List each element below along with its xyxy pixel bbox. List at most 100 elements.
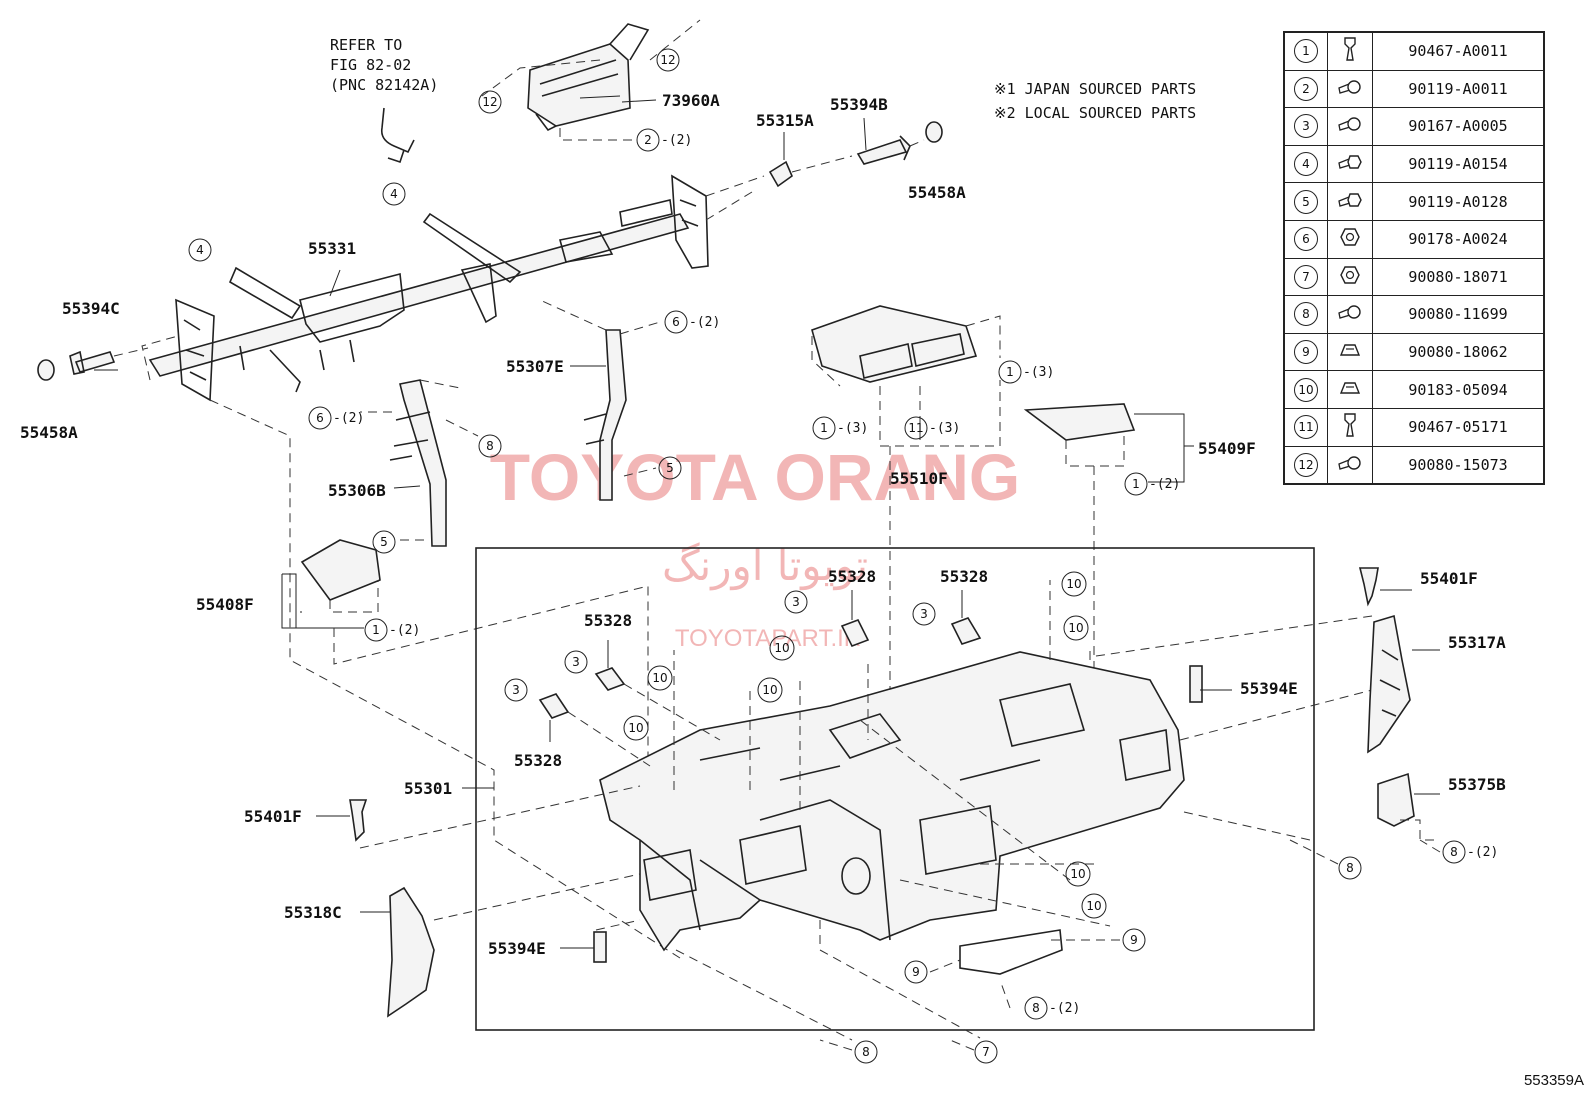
callout-12-a: 12 [660,53,675,67]
callout-4-b: 4 [196,243,204,257]
label-55394C: 55394C [62,299,120,318]
qty-2-airbag: -(2) [661,133,692,148]
callout-3-a: 3 [512,683,520,697]
part-number: 90119-A0011 [1372,69,1545,109]
qty-1-a: -(3) [837,421,868,436]
clip-icon [1327,407,1373,447]
parts-table-ref: 6 [1283,219,1328,259]
clip-55328-a-drawing [538,693,570,719]
dashboard-panel-drawing [599,651,1185,975]
parts-table-row: 6 90178-A0024 [1283,219,1545,259]
refer-note-line2: FIG 82-02 [330,56,411,74]
bolt-icon [1327,144,1373,184]
parts-table-row: 3 90167-A0005 [1283,107,1545,146]
qty-11: -(3) [929,421,960,436]
callout-8-brace: 8 [486,439,494,453]
refer-note-line3: (PNC 82142A) [330,76,438,94]
screw-icon [1327,295,1373,334]
ref-number: 6 [1294,227,1318,252]
callout-10-g: 10 [1070,867,1085,881]
clip-55328-d-drawing [950,617,982,645]
part-number: 90467-05171 [1372,407,1545,447]
bolt-icon [1327,182,1373,221]
ref-number: 11 [1294,415,1318,440]
refer-note: REFER TO FIG 82-02 (PNC 82142A) [330,36,438,94]
ref-number: 10 [1294,377,1318,402]
part-number: 90080-18062 [1372,332,1545,372]
bracket-55375B-drawing [1377,772,1415,827]
callout-11: 11 [908,421,923,435]
label-55306B: 55306B [328,481,386,500]
label-55409F: 55409F [1198,439,1256,458]
ref-number: 1 [1294,39,1318,64]
label-55401F-left: 55401F [244,807,302,826]
steering-support-beam-drawing [148,174,709,402]
label-55301: 55301 [404,779,452,798]
qty-1-c: -(2) [1149,477,1180,492]
ref-number: 7 [1294,264,1318,289]
parts-table-ref: 12 [1283,445,1328,485]
callout-1-b: 1 [1006,365,1014,379]
clip-55328-c-drawing [840,618,870,648]
callout-5-a: 5 [666,461,674,475]
tag-55394E-left-drawing [593,931,607,963]
qty-1-d: -(2) [389,623,420,638]
callout-10-e: 10 [762,683,777,697]
label-55394E-right: 55394E [1240,679,1298,698]
callout-6-a: 6 [672,315,680,329]
callout-4-a: 4 [390,187,398,201]
watermark-persian: تویوتا اورنگ [662,541,868,590]
callout-8-e: 8 [862,1045,870,1059]
parts-table-ref: 3 [1283,107,1328,146]
watermark-site: TOYOTAPART.IR [675,625,861,652]
qty-1-b: -(3) [1023,365,1054,380]
parts-table-ref: 2 [1283,69,1328,109]
callout-12-b: 12 [482,95,497,109]
parts-table-row: 2 90119-A0011 [1283,69,1545,109]
parts-table-ref: 11 [1283,407,1328,447]
qty-8-b: -(2) [1049,1001,1080,1016]
parts-table-row: 11 90467-05171 [1283,407,1545,447]
part-number: 90167-A0005 [1372,107,1545,146]
brace-55307E-drawing [599,329,627,501]
qty-6-b: -(2) [333,411,364,426]
watermark-main: TOYOTA ORANG [490,440,1020,514]
watermark: TOYOTA ORANG تویوتا اورنگ TOYOTAPART.IR [490,440,1020,652]
parts-table-ref: 4 [1283,144,1328,184]
airbag-assembly-drawing [527,23,650,132]
parts-table-ref: 7 [1283,257,1328,297]
callout-8-d: 8 [1346,861,1354,875]
cover-55408F-drawing [300,539,381,601]
clip-55401F-right-drawing [1358,567,1379,607]
label-55328-b: 55328 [584,611,632,630]
callout-10-f: 10 [628,721,643,735]
callout-5-b: 5 [380,535,388,549]
brace-55306B-drawing [399,379,447,547]
part-number: 90080-15073 [1372,445,1545,485]
parts-table-ref: 8 [1283,295,1328,334]
parts-table-ref: 10 [1283,370,1328,409]
callout-10-c: 10 [652,671,667,685]
part-number: 90080-11699 [1372,295,1545,334]
screw-icon [1327,445,1373,485]
screw-icon [1327,69,1373,109]
part-number: 90178-A0024 [1372,219,1545,259]
clip-icon [1327,31,1373,71]
callout-8-c: 8 [1450,845,1458,859]
clip-55401F-left-drawing [349,799,368,842]
label-55328-d: 55328 [940,567,988,586]
label-55401F-right: 55401F [1420,569,1478,588]
tag-55394E-right-drawing [1189,665,1203,703]
label-55307E: 55307E [506,357,564,376]
callout-2-airbag: 2 [644,133,652,147]
parts-table-ref: 5 [1283,182,1328,221]
part-number: 90119-A0154 [1372,144,1545,184]
label-55375B: 55375B [1448,775,1506,794]
callout-8-b: 8 [1032,1001,1040,1015]
